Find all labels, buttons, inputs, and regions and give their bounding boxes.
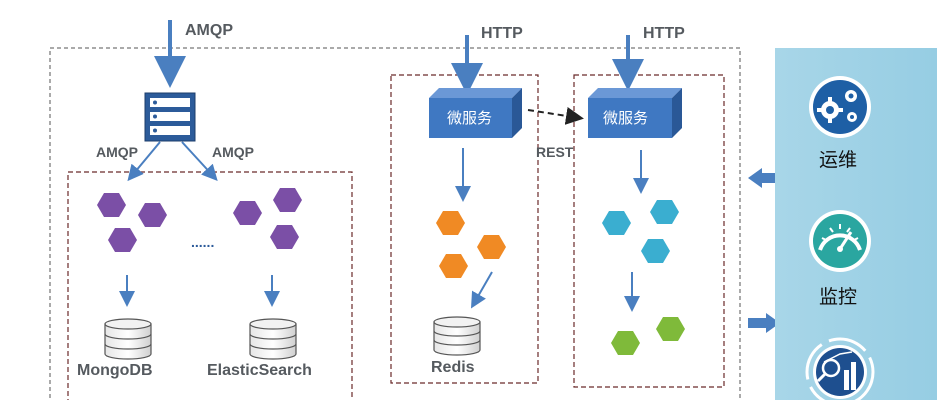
orange-hex-group	[436, 211, 506, 278]
redis-db-icon	[433, 316, 481, 356]
amqp-right-arrow	[181, 141, 218, 181]
microservice-1-box	[429, 88, 522, 138]
microservice-1-label: 微服务	[447, 109, 492, 127]
http1-label: HTTP	[481, 25, 523, 42]
rest-connection-arrow	[527, 106, 584, 125]
elasticsearch-label: ElasticSearch	[207, 362, 312, 379]
amqp-right-label: AMQP	[212, 144, 254, 160]
service2-group-boundary	[573, 74, 725, 388]
system-to-panel-arrow	[748, 313, 780, 333]
microservice-2-box	[588, 88, 682, 138]
arrow-to-redis	[471, 271, 493, 309]
mongodb-db-icon	[104, 318, 152, 360]
ops-label: 运维	[819, 149, 857, 171]
message-queue-icon	[144, 92, 196, 142]
outer-system-boundary	[49, 47, 741, 400]
http2-label: HTTP	[643, 25, 685, 42]
ellipsis: ......	[191, 234, 214, 250]
amqp-left-arrow	[127, 141, 161, 182]
rest-label: REST	[536, 144, 574, 160]
redis-label: Redis	[431, 359, 475, 376]
analytics-icon	[805, 337, 875, 400]
purple-hex-group-left	[97, 193, 167, 252]
amqp-top-label: AMQP	[185, 22, 233, 39]
amqp-left-label: AMQP	[96, 144, 138, 160]
storage-group-boundary	[67, 171, 353, 400]
teal-hex-group	[602, 200, 679, 263]
green-hex-group	[611, 317, 685, 355]
purple-hex-group-right	[233, 188, 302, 249]
elasticsearch-db-icon	[249, 318, 297, 360]
gear-icon	[809, 76, 871, 138]
panel-to-system-arrow	[748, 168, 780, 188]
mongodb-label: MongoDB	[77, 362, 153, 379]
monitor-label: 监控	[819, 286, 857, 308]
microservice-2-label: 微服务	[603, 109, 648, 127]
gauge-icon	[809, 210, 871, 272]
